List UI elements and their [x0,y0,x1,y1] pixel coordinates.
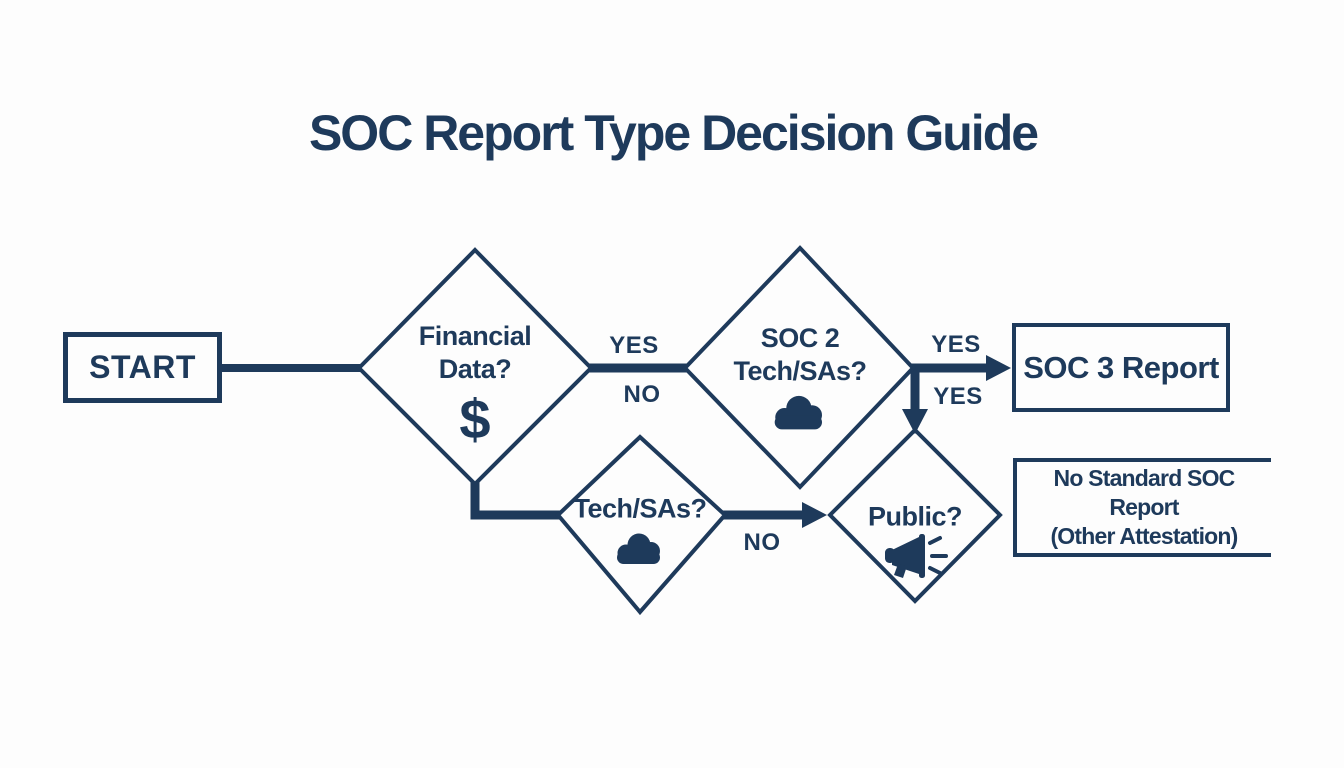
edge-label-yes: YES [933,383,983,410]
edge-label-no: NO [743,529,781,556]
financial-data-diamond [356,247,594,487]
tech-sas-label: Tech/SAs? [573,493,707,524]
arrowhead-to-public [802,502,827,528]
start-label: START [89,349,196,385]
soc3-report-label: SOC 3 Report [1023,349,1219,385]
no-standard-label: No Standard SOC Report (Other Attestatio… [1050,465,1238,549]
cloud-icon [617,533,660,564]
edge-label-yes: YES [931,331,981,358]
no-standard-node: No Standard SOC Report (Other Attestatio… [1013,458,1271,557]
edge-label-yes: YES [609,332,659,359]
cloud-icon [774,395,822,430]
soc3-report-node: SOC 3 Report [1012,323,1230,412]
financial-data-label: Financial Data? [418,321,532,384]
start-node: START [63,332,222,403]
public-label: Public? [867,501,963,532]
page-title: SOC Report Type Decision Guide [308,105,1039,161]
arrowhead-to-soc3 [986,355,1011,381]
soc2-label: SOC 2 Tech/SAs? [733,323,867,386]
tech-sas-diamond [555,434,728,616]
arrowhead-down-to-public [902,409,928,434]
edge-label-no: NO [623,381,661,408]
edge-financial-no-elbow [470,478,562,520]
dollar-icon: $ [459,387,491,451]
megaphone-icon [885,534,948,578]
public-diamond [827,427,1003,604]
soc2-diamond [682,245,916,490]
